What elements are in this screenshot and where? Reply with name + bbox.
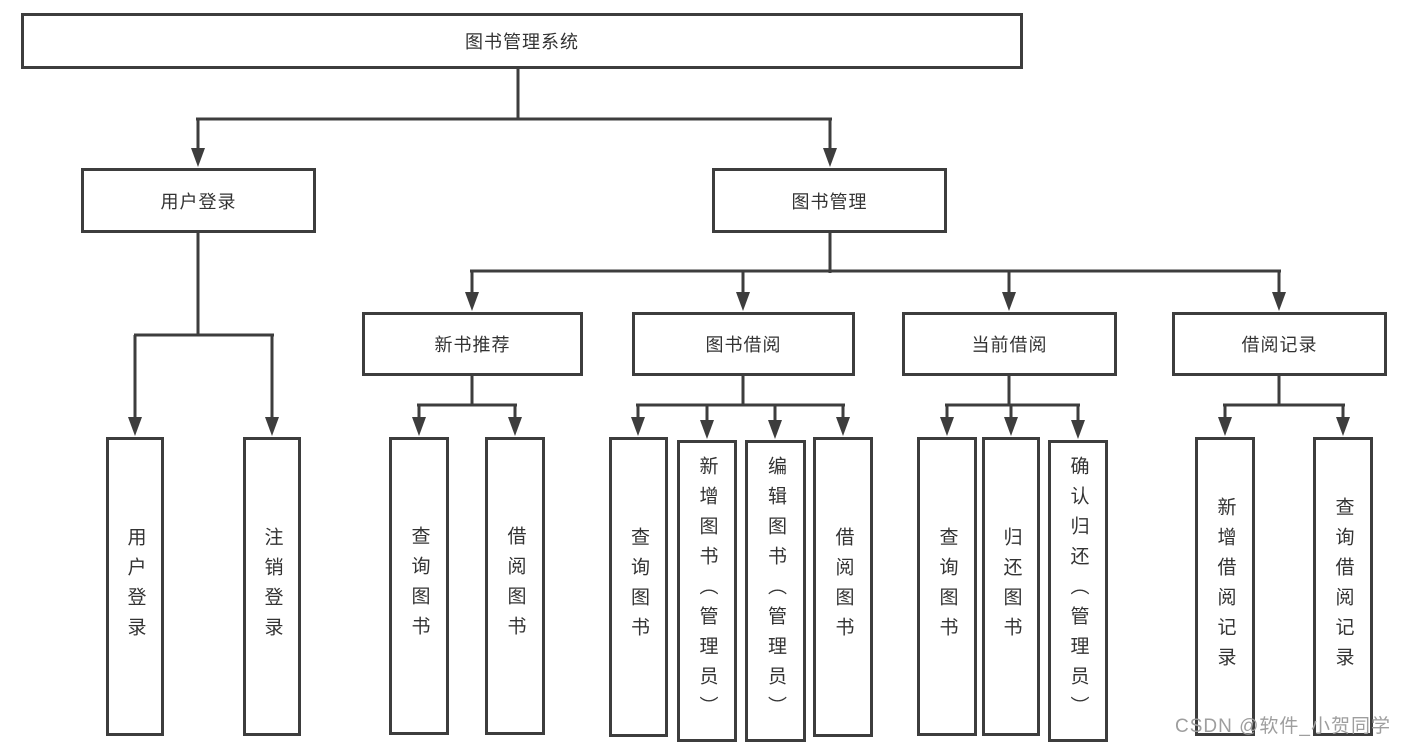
node-borrowing-records-label: 借阅记录: [1241, 335, 1318, 355]
arrow-down-icon: [631, 417, 645, 436]
arrow-down-icon: [128, 417, 142, 436]
csdn-watermark: CSDN @软件_小贺同学: [1175, 716, 1391, 737]
arrow-down-icon: [700, 420, 714, 439]
leaf-logout-label: 注销登录: [261, 526, 283, 647]
leaf-confirm-return-label: 确认归还（管理员）: [1067, 456, 1089, 726]
arrow-down-icon: [836, 417, 850, 436]
arrow-down-icon: [1071, 420, 1085, 439]
node-root: 图书管理系统: [21, 13, 1023, 69]
node-user-login-label: 用户登录: [160, 191, 237, 212]
leaf-return-books: 归还图书: [982, 437, 1040, 736]
leaf-return-books-label: 归还图书: [1000, 526, 1022, 647]
leaf-add-books-label: 新增图书（管理员）: [696, 456, 718, 726]
arrow-down-icon: [412, 417, 426, 436]
leaf-user-login: 用户登录: [106, 437, 164, 736]
node-book-borrowing-label: 图书借阅: [705, 335, 782, 355]
leaf-query-books-1-label: 查询图书: [408, 526, 430, 646]
arrow-down-icon: [1336, 417, 1350, 436]
leaf-borrow-books-2: 借阅图书: [813, 437, 873, 737]
leaf-query-borrow-record: 查询借阅记录: [1313, 437, 1373, 736]
arrow-down-icon: [736, 292, 750, 311]
node-current-borrowing-label: 当前借阅: [971, 335, 1048, 355]
arrow-down-icon: [465, 292, 479, 311]
arrow-down-icon: [1272, 292, 1286, 311]
arrow-down-icon: [191, 148, 205, 167]
node-new-book-recommend-label: 新书推荐: [434, 335, 511, 355]
leaf-add-borrow-record: 新增借阅记录: [1195, 437, 1255, 736]
leaf-query-books-3: 查询图书: [917, 437, 977, 736]
node-book-borrowing: 图书借阅: [632, 312, 855, 376]
leaf-query-books-2: 查询图书: [609, 437, 668, 737]
arrow-down-icon: [823, 148, 837, 167]
leaf-borrow-books-1-label: 借阅图书: [504, 526, 526, 646]
leaf-add-books: 新增图书（管理员）: [677, 440, 737, 742]
arrow-down-icon: [768, 420, 782, 439]
node-current-borrowing: 当前借阅: [902, 312, 1117, 376]
leaf-user-login-label: 用户登录: [124, 526, 146, 647]
node-root-label: 图书管理系统: [465, 32, 579, 52]
leaf-logout: 注销登录: [243, 437, 301, 736]
arrow-down-icon: [940, 417, 954, 436]
node-book-management: 图书管理: [712, 168, 947, 233]
node-borrowing-records: 借阅记录: [1172, 312, 1387, 376]
leaf-edit-books: 编辑图书（管理员）: [745, 440, 806, 742]
leaf-query-books-3-label: 查询图书: [936, 526, 958, 647]
node-book-management-label: 图书管理: [791, 191, 868, 212]
leaf-query-books-2-label: 查询图书: [628, 527, 649, 647]
arrow-down-icon: [508, 417, 522, 436]
leaf-edit-books-label: 编辑图书（管理员）: [765, 456, 786, 726]
leaf-confirm-return: 确认归还（管理员）: [1048, 440, 1108, 742]
leaf-borrow-books-2-label: 借阅图书: [832, 527, 854, 647]
leaf-query-borrow-record-label: 查询借阅记录: [1332, 496, 1354, 677]
arrow-down-icon: [1002, 292, 1016, 311]
arrow-down-icon: [1004, 417, 1018, 436]
leaf-add-borrow-record-label: 新增借阅记录: [1214, 496, 1236, 677]
node-user-login: 用户登录: [81, 168, 316, 233]
leaf-query-books-1: 查询图书: [389, 437, 449, 735]
arrow-down-icon: [265, 417, 279, 436]
arrow-down-icon: [1218, 417, 1232, 436]
node-new-book-recommend: 新书推荐: [362, 312, 583, 376]
leaf-borrow-books-1: 借阅图书: [485, 437, 545, 735]
